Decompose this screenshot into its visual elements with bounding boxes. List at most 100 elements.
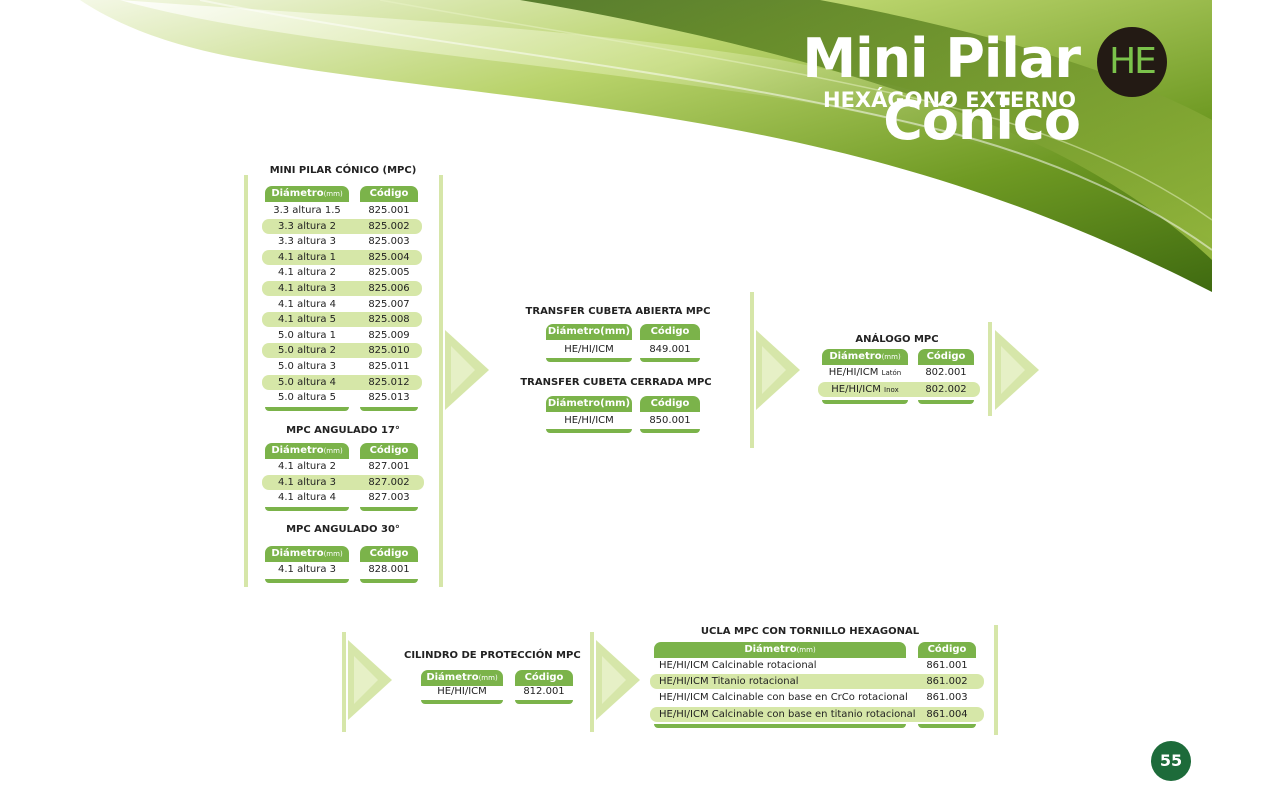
codigo-cell: 825.012	[368, 376, 410, 388]
codigo-header: Código	[918, 642, 976, 658]
page-number-badge: 55	[1151, 741, 1191, 781]
diametro-cell: 3.3 altura 1.5	[273, 205, 341, 216]
right-arrow-icon	[445, 330, 489, 410]
table-footer-bar	[822, 400, 908, 404]
codigo-header: Código	[640, 396, 700, 412]
row-highlight	[262, 218, 422, 234]
codigo-cell: 825.013	[368, 392, 410, 404]
diametro-cell: 4.1 altura 2	[277, 267, 337, 279]
diametro-cell: 4.1 altura 3	[277, 564, 337, 575]
codigo-cell: 850.001	[649, 415, 691, 426]
table-footer-bar	[265, 578, 349, 583]
codigo-cell: 825.008	[368, 314, 410, 326]
divider-bar	[342, 632, 346, 732]
diametro-cell: HE/HI/ICM	[564, 344, 614, 355]
diametro-cell: 4.1 altura 1	[277, 251, 337, 263]
diametro-cell: 5.0 altura 5	[277, 392, 337, 404]
right-arrow-icon	[995, 330, 1039, 410]
codigo-header: Código	[360, 443, 418, 459]
diametro-cell: HE/HI/ICM Calcinable con base en titanio…	[659, 708, 916, 720]
codigo-cell: 861.001	[926, 660, 968, 671]
diametro-cell: HE/HI/ICM	[564, 415, 614, 426]
table-footer-bar	[640, 358, 700, 362]
divider-bar	[750, 292, 754, 448]
diametro-cell: 4.1 altura 2	[277, 461, 337, 472]
divider-bar	[988, 322, 992, 416]
codigo-cell: 825.006	[368, 283, 410, 294]
diametro-cell: HE/HI/ICM Calcinable rotacional	[659, 660, 817, 671]
diametro-header: Diámetro(mm)	[654, 642, 906, 658]
codigo-cell: 827.002	[368, 476, 410, 488]
diametro-cell: HE/HI/ICM Calcinable con base en CrCo ro…	[659, 692, 908, 704]
ang17-table-title: MPC ANGULADO 17°	[286, 425, 400, 436]
table-footer-bar	[360, 406, 418, 411]
codigo-header: Código	[515, 670, 573, 686]
mpc-table-title: MINI PILAR CÓNICO (MPC)	[269, 165, 417, 176]
codigo-header: Código	[360, 546, 418, 562]
table-footer-bar	[640, 429, 700, 433]
codigo-cell: 849.001	[649, 344, 691, 355]
table-footer-bar	[265, 406, 349, 411]
diametro-cell: HE/HI/ICM Titanio rotacional	[659, 676, 799, 688]
codigo-cell: 802.001	[925, 367, 967, 378]
ang30-table-title: MPC ANGULADO 30°	[286, 524, 400, 535]
diametro-cell: HE/HI/ICM Latón	[828, 367, 902, 378]
diametro-cell: 5.0 altura 4	[277, 376, 337, 388]
row-highlight	[262, 249, 422, 265]
codigo-cell: 861.002	[926, 676, 968, 688]
diametro-cell: HE/HI/ICM Inox	[831, 384, 899, 395]
material-label: Latón	[881, 369, 902, 377]
diametro-cell: 5.0 altura 2	[277, 345, 337, 357]
diametro-header: Diámetro(mm)	[265, 546, 349, 562]
table-footer-bar	[360, 506, 418, 511]
table-footer-bar	[918, 723, 976, 728]
divider-bar	[244, 175, 248, 587]
cilindro-title: CILINDRO DE PROTECCIÓN MPC	[404, 650, 581, 661]
diametro-header: Diámetro(mm)	[822, 349, 908, 365]
codigo-cell: 825.003	[368, 236, 410, 248]
table-footer-bar	[360, 578, 418, 583]
material-label: Inox	[884, 386, 899, 394]
right-arrow-icon	[756, 330, 800, 410]
page-title: Mini Pilar Cónico	[802, 27, 1081, 152]
diametro-cell: 4.1 altura 3	[277, 283, 337, 294]
codigo-header: Código	[918, 349, 974, 365]
row-highlight	[262, 374, 422, 390]
diametro-cell: 3.3 altura 2	[277, 220, 337, 232]
diametro-header: Diámetro(mm)	[546, 396, 632, 412]
diametro-cell: HE/HI/ICM	[437, 686, 487, 697]
diametro-cell: 3.3 altura 3	[277, 236, 337, 248]
row-highlight	[818, 382, 980, 397]
codigo-cell: 825.011	[368, 361, 410, 372]
codigo-header: Código	[360, 186, 418, 202]
diametro-header: Diámetro(mm)	[265, 186, 349, 202]
table-footer-bar	[546, 429, 632, 433]
divider-bar	[994, 625, 998, 735]
row-highlight	[262, 343, 422, 359]
codigo-cell: 812.001	[523, 686, 565, 697]
row-highlight	[650, 706, 984, 722]
table-footer-bar	[265, 506, 349, 511]
diametro-header: Diámetro(mm)	[265, 443, 349, 459]
divider-bar	[590, 632, 594, 732]
diametro-cell: 5.0 altura 3	[277, 361, 337, 372]
diametro-header: Diámetro(mm)	[421, 670, 503, 686]
page-subtitle: HEXÁGONO EXTERNO	[823, 88, 1076, 112]
codigo-cell: 825.009	[368, 329, 410, 341]
diametro-cell: 4.1 altura 3	[277, 476, 337, 488]
analogo-title: ANÁLOGO MPC	[855, 334, 939, 345]
diametro-cell: 4.1 altura 4	[277, 298, 337, 310]
codigo-cell: 861.003	[926, 692, 968, 704]
codigo-cell: 825.002	[368, 220, 410, 232]
codigo-cell: 827.003	[368, 492, 410, 504]
divider-bar	[439, 175, 443, 587]
leaf-banner-image	[80, 0, 1213, 292]
table-footer-bar	[546, 358, 632, 362]
codigo-cell: 825.001	[368, 205, 410, 216]
codigo-header: Código	[640, 324, 700, 340]
ucla-title: UCLA MPC CON TORNILLO HEXAGONAL	[700, 626, 920, 637]
diametro-cell: 4.1 altura 4	[277, 492, 337, 504]
table-footer-bar	[421, 700, 503, 704]
row-highlight	[262, 281, 422, 296]
